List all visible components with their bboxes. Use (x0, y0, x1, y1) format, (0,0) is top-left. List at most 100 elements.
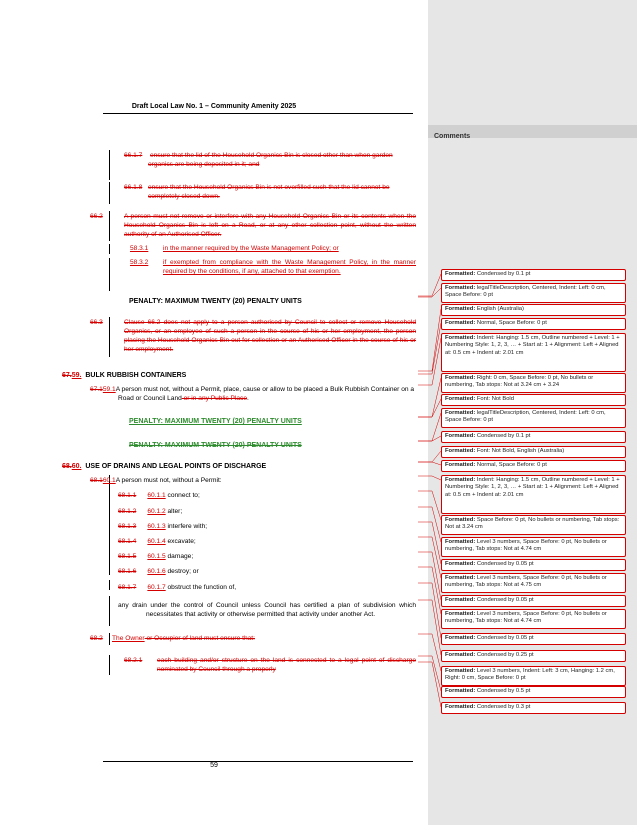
list-item-text: interfere with; (165, 523, 208, 530)
change-bar (109, 258, 110, 291)
formatting-balloon[interactable]: Formatted: Right: 0 cm, Space Before: 0 … (441, 373, 626, 393)
heading-old-number: 68. (62, 463, 72, 470)
formatting-balloon[interactable]: Formatted: Condensed by 0.1 pt (441, 431, 626, 443)
change-bar (109, 211, 110, 241)
balloon-text: Level 3 numbers, Space Before: 0 pt, No … (445, 539, 607, 553)
formatting-balloon[interactable]: Formatted: Indent: Hanging: 1.5 cm, Outl… (441, 333, 626, 372)
balloon-connector-line (418, 337, 442, 386)
header-rule (103, 113, 413, 114)
clause-number: 58.3.2 (130, 259, 149, 266)
list-item: 68.1.1 60.1.1 connect to; (118, 491, 408, 500)
balloon-text: Level 3 numbers, Space Before: 0 pt, No … (445, 575, 607, 589)
formatting-balloon[interactable]: Formatted: Normal, Space Before: 0 pt (441, 318, 626, 330)
balloon-text: Right: 0 cm, Space Before: 0 pt, No bull… (445, 375, 594, 389)
clause-text-end: . (247, 395, 249, 402)
clause-number: 58.3.1 (130, 245, 149, 252)
clause-paragraph: 67.159.1A person must not, without a Per… (90, 385, 418, 403)
balloon-connector-line (418, 490, 442, 521)
clause-text: A person must not remove or interfere wi… (124, 213, 416, 238)
balloon-label: Formatted: (445, 539, 476, 545)
balloon-text: Condensed by 0.25 pt (475, 652, 534, 658)
formatting-balloon[interactable]: Formatted: Space Before: 0 pt, No bullet… (441, 515, 626, 535)
list-item-new-number: 60.1.2 (147, 508, 166, 515)
balloon-connector-line (418, 536, 442, 579)
clause-new-number: 59.1 (102, 386, 116, 393)
comments-pane-title: Comments (434, 133, 471, 140)
formatting-balloon[interactable]: Formatted: Condensed by 0.05 pt (441, 633, 626, 645)
formatting-balloon[interactable]: Formatted: Level 3 numbers, Space Before… (441, 573, 626, 593)
balloon-text: Level 3 numbers, Space Before: 0 pt, No … (445, 611, 607, 625)
change-bar (109, 317, 110, 357)
heading-title: BULK RUBBISH CONTAINERS (85, 372, 187, 379)
formatting-balloon[interactable]: Formatted: Indent: Hanging: 1.5 cm, Outl… (441, 475, 626, 514)
formatting-balloon[interactable]: Formatted: legalTitleDescription, Center… (441, 408, 626, 428)
balloon-label: Formatted: (445, 597, 476, 603)
balloon-connector-line (418, 287, 442, 298)
balloon-label: Formatted: (445, 704, 476, 710)
balloon-connector-line (418, 633, 442, 672)
clause-old-number: 68.1 (90, 477, 103, 484)
clause-text: each building and/or structure on the la… (157, 657, 416, 673)
clause-old-number: 67.1 (90, 386, 103, 393)
formatting-balloon[interactable]: Formatted: Level 3 numbers, Indent: Left… (441, 666, 626, 686)
balloon-text: Indent: Hanging: 1.5 cm, Outline numbere… (445, 477, 620, 498)
page-number: 59 (210, 762, 218, 769)
deleted-text: or in any Public Place (181, 395, 248, 402)
clause-text: ensure that the Household Organics Bin i… (148, 184, 390, 200)
clause-text: A person must not, without a Permit: (115, 477, 222, 484)
change-bar (109, 244, 110, 254)
balloon-text: English (Australia) (475, 306, 524, 312)
balloon-label: Formatted: (445, 320, 476, 326)
formatting-balloon[interactable]: Formatted: Normal, Space Before: 0 pt (441, 460, 626, 472)
balloon-connector-line (418, 377, 442, 418)
balloon-text: Space Before: 0 pt, No bullets or number… (445, 517, 620, 531)
balloon-connector-line (418, 461, 442, 466)
list-item-new-number: 60.1.6 (147, 568, 166, 575)
balloon-text: Condensed by 0.5 pt (475, 688, 531, 694)
balloon-connector-line (418, 661, 442, 708)
clause-paragraph: 68.2 The Owner or Occupier of land must … (90, 634, 416, 643)
formatting-balloon[interactable]: Formatted: Font: Not Bold, English (Aust… (441, 446, 626, 458)
formatting-balloon[interactable]: Formatted: Condensed by 0.05 pt (441, 595, 626, 607)
balloon-connector-line (418, 582, 442, 639)
list-item-old-number: 68.1.1 (118, 492, 137, 499)
clause-text: The Owner (112, 635, 145, 642)
clause-text: in the manner required by the Waste Mana… (163, 245, 339, 252)
balloon-label: Formatted: (445, 668, 476, 674)
list-item-old-number: 68.1.6 (118, 568, 137, 575)
formatting-balloon[interactable]: Formatted: Condensed by 0.05 pt (441, 559, 626, 571)
list-item-new-number: 60.1.1 (147, 492, 166, 499)
clause-old-number: 68.2 (90, 635, 103, 642)
clause-number: 66.2 (90, 213, 103, 220)
clause-paragraph: any drain under the control of Council u… (118, 602, 416, 618)
balloon-label: Formatted: (445, 561, 476, 567)
balloon-label: Formatted: (445, 517, 476, 523)
balloon-label: Formatted: (445, 477, 476, 483)
balloon-label: Formatted: (445, 335, 476, 341)
balloon-label: Formatted: (445, 396, 476, 402)
penalty-text: PENALTY: MAXIMUM TWENTY (20) PENALTY UNI… (129, 298, 302, 305)
formatting-balloon[interactable]: Formatted: legalTitleDescription, Center… (441, 283, 626, 303)
balloon-connector-line (418, 322, 442, 375)
formatting-balloon[interactable]: Formatted: Level 3 numbers, Space Before… (441, 609, 626, 629)
balloon-label: Formatted: (445, 375, 476, 381)
formatting-balloon[interactable]: Formatted: Level 3 numbers, Space Before… (441, 537, 626, 557)
formatting-balloon[interactable]: Formatted: Condensed by 0.3 pt (441, 702, 626, 714)
formatting-balloon[interactable]: Formatted: Font: Not Bold (441, 394, 626, 406)
list-item-old-number: 68.1.3 (118, 523, 137, 530)
list-item-old-number: 68.1.2 (118, 508, 137, 515)
clause-text: if exempted from compliance with the Was… (163, 259, 416, 275)
balloon-text: Condensed by 0.05 pt (475, 597, 534, 603)
penalty-text-inserted: PENALTY: MAXIMUM TWENTY (20) PENALTY UNI… (129, 418, 302, 425)
formatting-balloon[interactable]: Formatted: Condensed by 0.5 pt (441, 686, 626, 698)
list-item-new-number: 60.1.5 (147, 553, 166, 560)
formatting-balloon[interactable]: Formatted: Condensed by 0.1 pt (441, 269, 626, 281)
formatting-balloon[interactable]: Formatted: English (Australia) (441, 304, 626, 316)
formatting-balloon[interactable]: Formatted: Condensed by 0.25 pt (441, 650, 626, 662)
list-item-old-number: 68.1.7 (118, 584, 137, 591)
footer-rule (103, 761, 413, 762)
penalty-text-deleted: PENALTY: MAXIMUM TWENTY (20) PENALTY UNI… (129, 442, 302, 449)
balloon-text: Indent: Hanging: 1.5 cm, Outline numbere… (445, 335, 620, 356)
balloon-label: Formatted: (445, 285, 476, 291)
